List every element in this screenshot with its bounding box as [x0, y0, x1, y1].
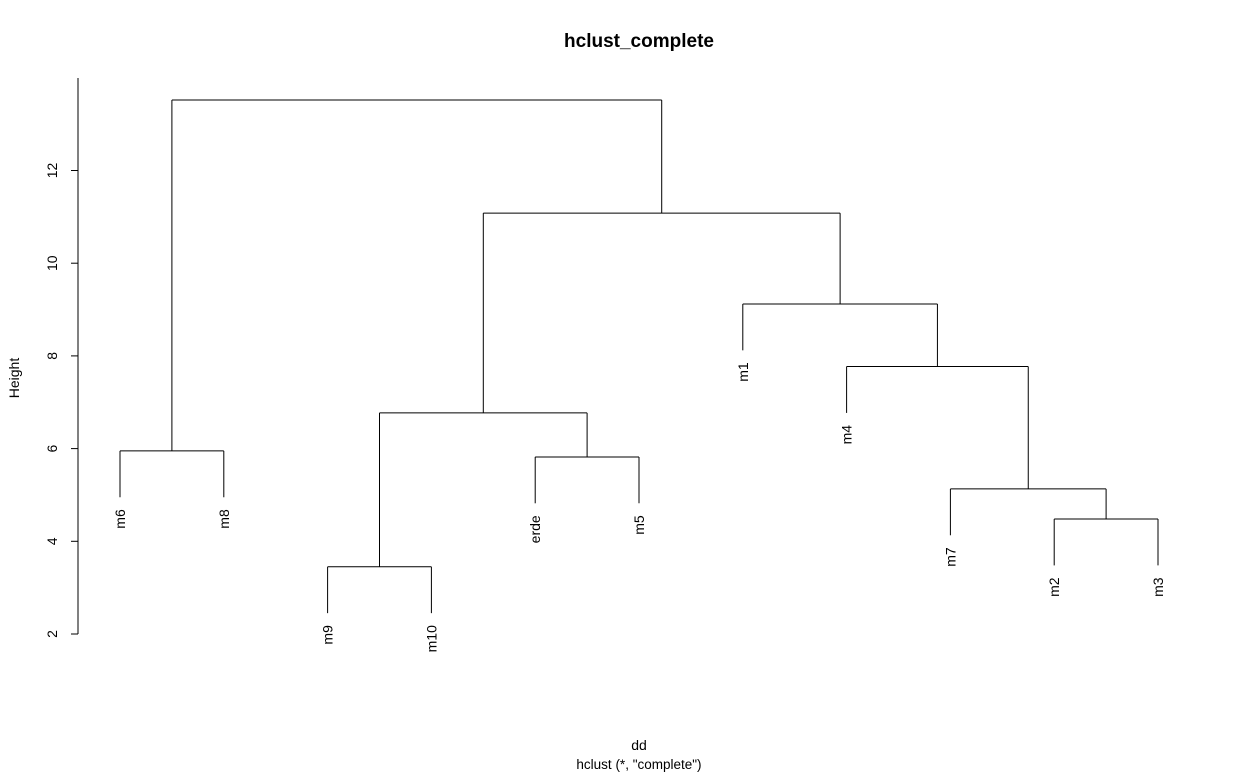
leaf-label-m1: m1	[735, 362, 751, 382]
y-axis-label: Height	[6, 358, 22, 399]
leaf-label-m2: m2	[1046, 577, 1062, 597]
x-axis-sublabel: hclust (*, "complete")	[576, 757, 701, 772]
leaf-label-m8: m8	[216, 509, 232, 529]
y-tick-label: 4	[44, 537, 60, 545]
x-axis-label: dd	[631, 737, 647, 753]
leaf-label-m5: m5	[631, 515, 647, 535]
leaf-label-m3: m3	[1150, 577, 1166, 597]
y-tick-label: 12	[44, 163, 60, 179]
leaf-label-m7: m7	[942, 547, 958, 567]
leaf-label-m4: m4	[839, 425, 855, 445]
leaf-label-erde: erde	[527, 515, 543, 543]
leaf-label-m6: m6	[112, 509, 128, 529]
y-axis: 2 4 6 8 10 12	[44, 78, 79, 638]
dendrogram-branches	[119, 99, 1159, 614]
y-tick-label: 10	[44, 255, 60, 271]
leaf-label-m9: m9	[320, 625, 336, 645]
leaf-label-m10: m10	[423, 625, 439, 652]
leaf-labels: m6 m8 m9 m10 erde m5 m1 m4 m7 m2 m3	[112, 362, 1166, 652]
y-tick-label: 2	[44, 630, 60, 638]
y-tick-label: 8	[44, 352, 60, 360]
y-tick-label: 6	[44, 444, 60, 452]
chart-title: hclust_complete	[564, 31, 714, 52]
